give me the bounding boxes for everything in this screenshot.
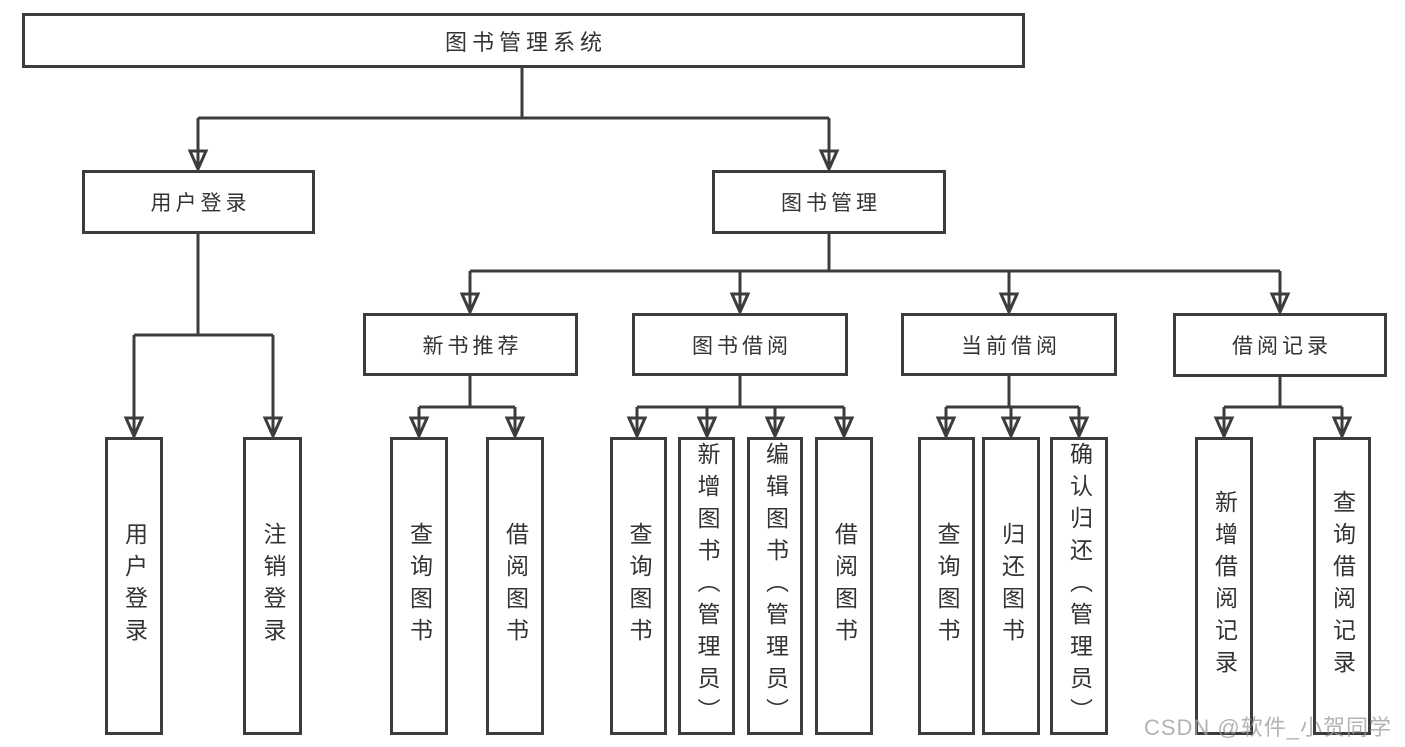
leaf-label: 确认归还（管理员） — [1066, 442, 1093, 730]
leaf-label: 借阅图书 — [831, 522, 858, 650]
node-label: 图书管理系统 — [444, 29, 607, 55]
leaf-query-borrow-record: 查询借阅记录 — [1313, 437, 1371, 735]
leaf-query-books-current: 查询图书 — [918, 437, 975, 735]
node-label: 图书管理 — [781, 192, 881, 215]
node-user-login: 用户登录 — [82, 170, 315, 234]
node-label: 图书借阅 — [692, 334, 792, 358]
node-label: 借阅记录 — [1232, 335, 1332, 358]
node-book-borrowing: 图书借阅 — [632, 313, 848, 376]
leaf-borrow-books-recommend: 借阅图书 — [486, 437, 544, 735]
leaf-label: 注销登录 — [260, 522, 286, 650]
leaf-label: 用户登录 — [121, 522, 148, 650]
connector-user-login-children — [123, 234, 284, 440]
leaf-add-borrow-record: 新增借阅记录 — [1195, 437, 1253, 735]
leaf-label: 新增图书（管理员） — [694, 442, 720, 730]
node-label: 用户登录 — [150, 192, 251, 215]
leaf-label: 查询借阅记录 — [1329, 490, 1356, 682]
leaf-query-books-recommend: 查询图书 — [390, 437, 448, 735]
leaf-label: 查询图书 — [934, 522, 960, 650]
connector-current-children — [935, 376, 1090, 440]
leaf-label: 借阅图书 — [502, 522, 529, 650]
leaf-return-books: 归还图书 — [982, 437, 1040, 735]
leaf-confirm-return-admin: 确认归还（管理员） — [1050, 437, 1108, 735]
leaf-edit-books-admin: 编辑图书（管理员） — [747, 437, 803, 735]
leaf-logout: 注销登录 — [243, 437, 302, 735]
leaf-label: 查询图书 — [406, 522, 433, 650]
connector-borrow-children — [626, 376, 855, 440]
node-library-management-system: 图书管理系统 — [22, 13, 1025, 68]
connector-root-to-level2 — [187, 68, 840, 173]
leaf-add-books-admin: 新增图书（管理员） — [678, 437, 735, 735]
node-book-management: 图书管理 — [712, 170, 946, 234]
leaf-label: 新增借阅记录 — [1211, 490, 1238, 682]
leaf-label: 归还图书 — [998, 522, 1025, 650]
leaf-label: 查询图书 — [626, 522, 652, 650]
connector-recommend-children — [408, 376, 526, 440]
connector-records-children — [1213, 377, 1353, 440]
node-current-borrowing: 当前借阅 — [901, 313, 1117, 376]
leaf-user-login: 用户登录 — [105, 437, 163, 735]
leaf-query-books-borrowing: 查询图书 — [610, 437, 667, 735]
leaf-borrow-books: 借阅图书 — [815, 437, 873, 735]
node-new-book-recommend: 新书推荐 — [363, 313, 578, 376]
leaf-label: 编辑图书（管理员） — [762, 442, 789, 730]
connector-book-management-children — [459, 234, 1291, 316]
node-label: 新书推荐 — [422, 334, 523, 358]
node-borrowing-records: 借阅记录 — [1173, 313, 1387, 377]
node-label: 当前借阅 — [961, 334, 1061, 358]
